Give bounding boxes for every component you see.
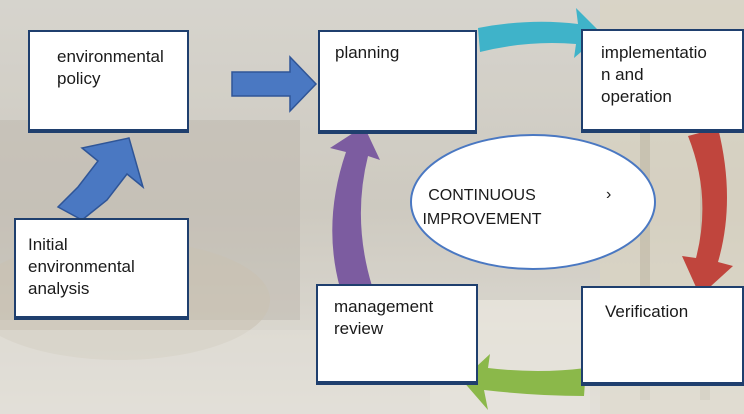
arrow-up-analysis-to-policy [56, 137, 145, 221]
verification-label: Verification [605, 302, 689, 321]
arrow-purple-review-to-planning [330, 126, 380, 288]
initial-environmental-analysis-box: Initial environmental analysis [14, 218, 189, 318]
implementation-and-operation-box: implementatio n and operation [581, 29, 744, 131]
planning-label: planning [335, 43, 400, 62]
management-review-box: management review [316, 284, 478, 383]
environmental-policy-label: environmental policy [57, 47, 164, 88]
arrow-right-policy-to-planning [231, 55, 318, 113]
initial-environmental-analysis-label: Initial environmental analysis [28, 235, 135, 298]
environmental-policy-box: environmental policy [28, 30, 189, 131]
arrow-red-implementation-to-verification [682, 128, 733, 296]
arrow-teal-planning-to-implementation [478, 8, 602, 58]
implementation-and-operation-label: implementatio n and operation [601, 43, 707, 106]
arrow-green-verification-to-review [462, 354, 586, 410]
verification-box: Verification [581, 286, 744, 384]
management-review-label: management review [334, 297, 434, 338]
ellipse-chevron-mark: › [606, 186, 612, 203]
planning-box: planning [318, 30, 477, 132]
continuous-improvement-ellipse [410, 134, 656, 270]
continuous-improvement-label: CONTINUOUS IMPROVEMENT [422, 187, 542, 228]
